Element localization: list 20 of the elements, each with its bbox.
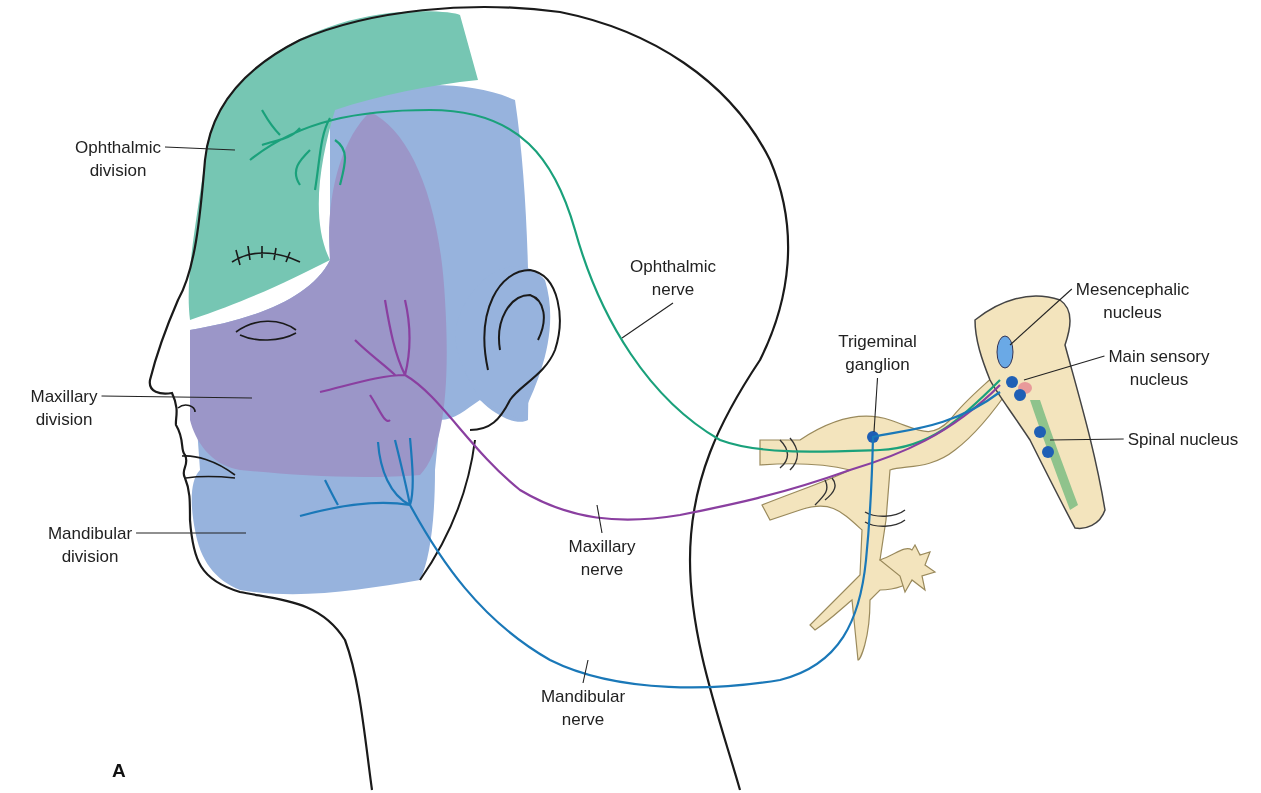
structure-label: Ophthalmic division <box>58 136 178 182</box>
structure-label: Ophthalmic nerve <box>618 255 728 301</box>
structure-label: Mandibular division <box>28 522 152 568</box>
structure-label: Maxillary nerve <box>552 535 652 581</box>
leader-line <box>1049 438 1125 441</box>
leader-line <box>873 377 879 433</box>
structure-label: Trigeminal ganglion <box>825 330 930 376</box>
structure-label: Spinal nucleus <box>1108 428 1258 451</box>
leader-line <box>1023 355 1105 381</box>
structure-label: Main sensory nucleus <box>1080 345 1238 391</box>
leader-line <box>164 146 236 151</box>
leader-line <box>135 532 247 534</box>
leader-line <box>596 504 603 534</box>
structure-label: Mandibular nerve <box>528 685 638 731</box>
structure-label: Mesencephalic nucleus <box>1060 278 1205 324</box>
leader-line <box>621 302 674 339</box>
structure-label: Maxillary division <box>14 385 114 431</box>
panel-letter: A <box>112 760 126 782</box>
leader-line <box>101 395 253 399</box>
leader-line <box>582 659 589 684</box>
